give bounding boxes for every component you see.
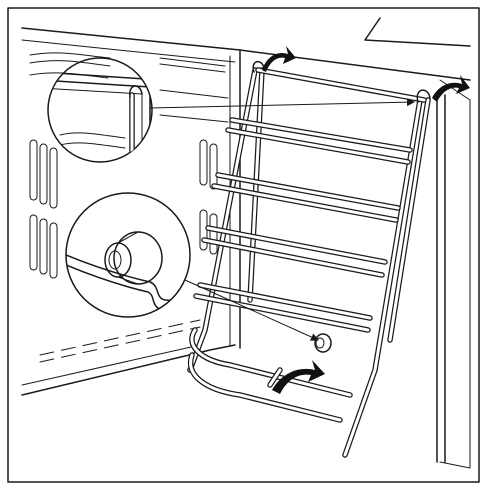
- rack-hook-right: [416, 89, 431, 103]
- leader-arrow-icon: [184, 279, 319, 341]
- rack-hook-left: [252, 60, 265, 73]
- mounting-pin: [314, 333, 332, 353]
- door-edge: [436, 91, 446, 463]
- detail-circle-hook: [47, 57, 153, 163]
- curved-arrow-icon: [272, 360, 325, 394]
- detail-circle-pin: [65, 192, 191, 318]
- vent-slots: [29, 139, 218, 279]
- curved-arrow-icon: [432, 75, 470, 102]
- curved-arrow-icon: [262, 46, 296, 72]
- oven-cavity: [21, 17, 471, 469]
- shelf-rack: [187, 60, 431, 458]
- outer-border: [7, 7, 480, 483]
- leader-arrow-icon: [149, 98, 415, 109]
